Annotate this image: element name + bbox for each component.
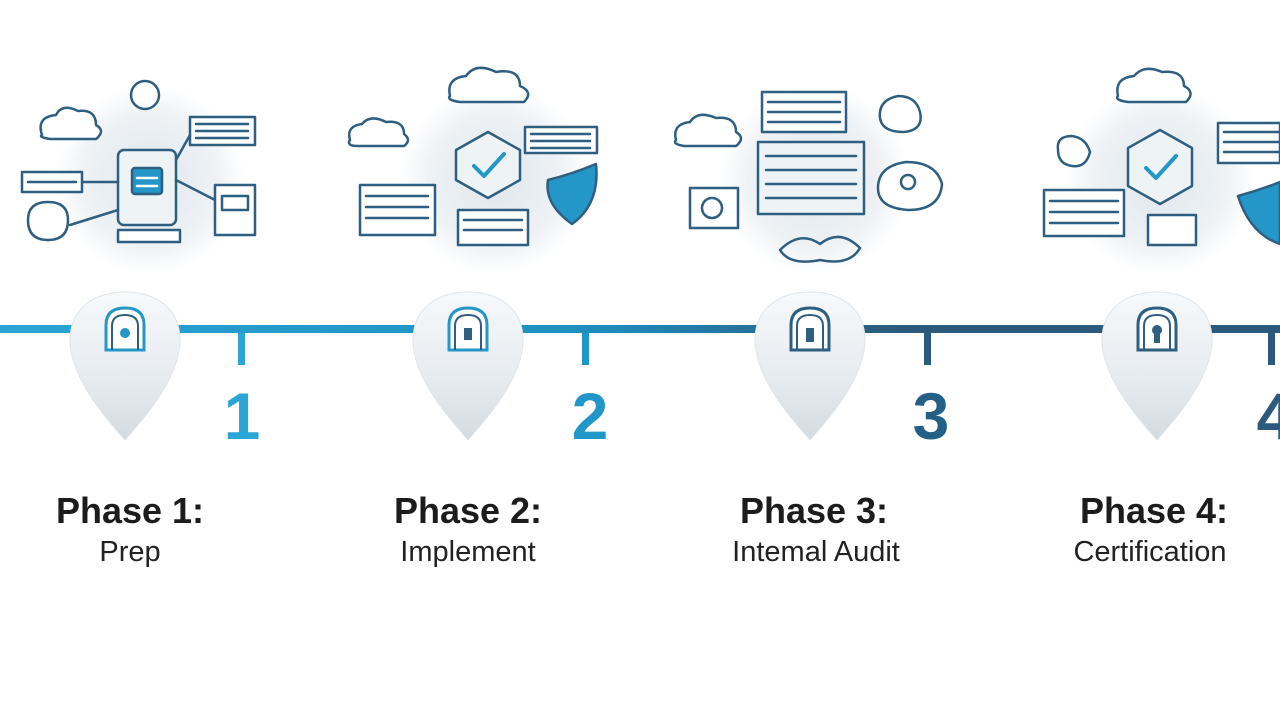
phase-1-subtitle: Prep xyxy=(99,536,161,568)
timeline-line xyxy=(0,325,1280,333)
timeline-tick xyxy=(582,333,589,365)
server-rack-icon xyxy=(673,85,944,275)
timeline-tick xyxy=(924,333,931,365)
phase-2-subtitle: Implement xyxy=(400,536,536,568)
step-number-3: 3 xyxy=(912,379,950,453)
step-number-4: 4 xyxy=(1256,379,1280,453)
network-devices-icon xyxy=(20,79,257,275)
phase-3-title: Phase 3: xyxy=(739,490,889,531)
shield-check-icon xyxy=(347,66,599,275)
timeline-tick xyxy=(1268,333,1275,365)
phase-1-title: Phase 1: xyxy=(55,490,205,531)
timeline-pin xyxy=(754,291,866,441)
phase-3-subtitle: Intemal Audit xyxy=(732,536,900,568)
timeline-pin xyxy=(412,291,524,441)
timeline-pin xyxy=(69,291,181,441)
phase-2-title: Phase 2: xyxy=(393,490,543,531)
phase-4-subtitle: Certification xyxy=(1073,536,1227,568)
timeline-pin xyxy=(1101,291,1213,441)
phase-4-title: Phase 4: xyxy=(1079,490,1229,531)
step-number-1: 1 xyxy=(223,379,261,453)
step-number-2: 2 xyxy=(571,379,609,453)
timeline-tick xyxy=(238,333,245,365)
certified-shield-icon xyxy=(1042,67,1280,275)
